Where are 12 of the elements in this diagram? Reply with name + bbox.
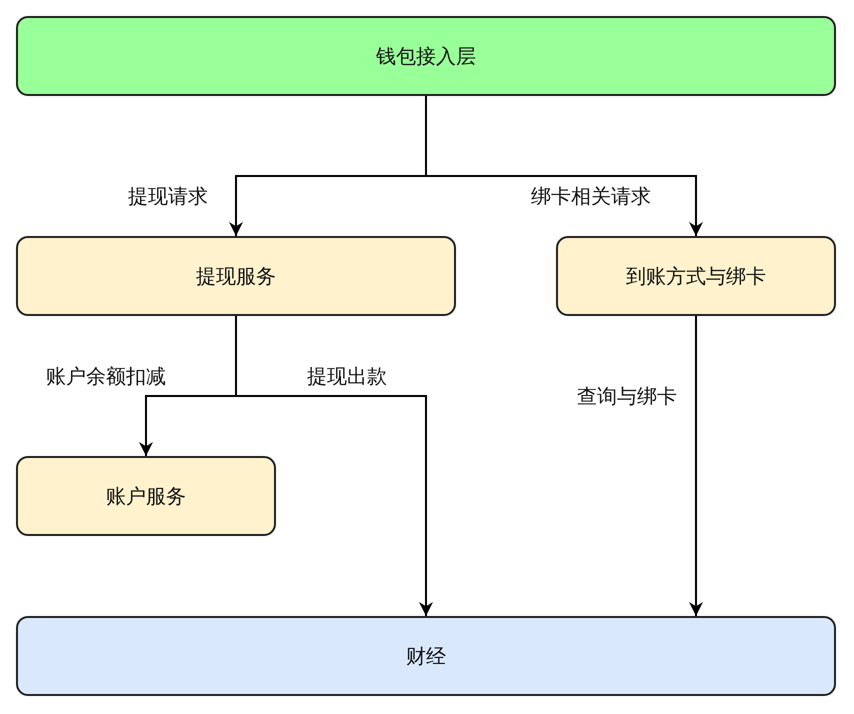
system-box: 财经 [16,616,836,696]
edge-label: 绑卡相关请求 [531,184,651,208]
arrow [425,96,703,236]
arrow [689,316,703,616]
service-box: 到账方式与绑卡 [556,236,836,316]
layer-box: 钱包接入层 [16,16,836,96]
edge-label: 查询与绑卡 [577,384,677,408]
edge-label: 提现请求 [128,184,208,208]
service-box: 账户服务 [16,456,276,536]
edge-label: 提现出款 [307,364,387,388]
service-box: 提现服务 [16,236,456,316]
edge-label: 账户余额扣减 [46,364,166,388]
